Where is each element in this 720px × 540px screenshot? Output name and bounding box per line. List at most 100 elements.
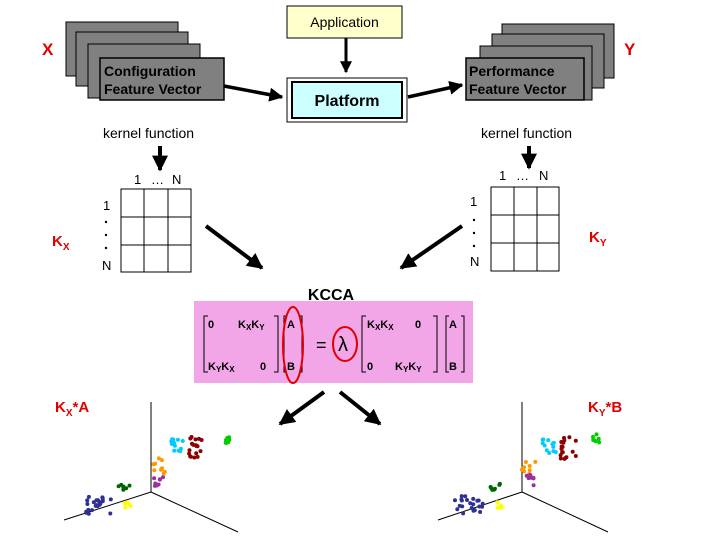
eq-l-r1c2: KXKY bbox=[238, 319, 265, 332]
cluster-point bbox=[524, 473, 529, 478]
eq-l-r1c1: 0 bbox=[208, 319, 214, 331]
cluster-point bbox=[180, 439, 185, 443]
performance-stack: Performance Feature Vector bbox=[465, 23, 615, 101]
config-box-front bbox=[99, 57, 225, 101]
cluster-point bbox=[469, 506, 474, 510]
cluster-point bbox=[128, 503, 133, 508]
kernel-function-left: kernel function bbox=[103, 125, 194, 141]
cluster-point bbox=[489, 485, 493, 490]
right-row-dot bbox=[472, 231, 476, 235]
cluster-point bbox=[558, 453, 563, 458]
arrow-kcca-to-left-plot bbox=[278, 390, 326, 426]
cluster-point bbox=[197, 436, 201, 441]
cluster-point bbox=[86, 494, 91, 499]
cluster-point bbox=[188, 454, 193, 459]
cluster-point bbox=[85, 498, 90, 503]
config-line-1: Configuration bbox=[104, 63, 196, 79]
cluster-point bbox=[121, 487, 126, 492]
cluster-point bbox=[188, 436, 193, 441]
cluster-point bbox=[522, 469, 527, 474]
cluster-point bbox=[461, 511, 466, 516]
cluster-point bbox=[159, 467, 163, 472]
left-row-dot bbox=[104, 246, 108, 250]
cluster-point bbox=[84, 510, 89, 515]
left-plot-axis-x bbox=[63, 491, 152, 521]
ab-vector-right-bracket-l bbox=[445, 315, 449, 373]
cluster-point bbox=[573, 454, 578, 458]
left-col-first: 1 bbox=[134, 172, 141, 187]
perf-box-front bbox=[465, 57, 585, 101]
eq-b-right: B bbox=[449, 361, 457, 373]
cluster-point bbox=[108, 497, 113, 502]
cluster-point bbox=[161, 475, 165, 480]
cluster-point bbox=[465, 498, 469, 502]
cluster-point bbox=[157, 477, 162, 482]
kcca-equation: 0 KXKY KYKX 0 A B = λ KXKX 0 0 KYKY A bbox=[203, 306, 465, 384]
cluster-point bbox=[190, 441, 194, 446]
cluster-point bbox=[463, 494, 468, 499]
cluster-point bbox=[523, 460, 528, 464]
cluster-point bbox=[596, 436, 601, 441]
cluster-point bbox=[127, 483, 132, 488]
cluster-point bbox=[492, 486, 497, 491]
left-col-last: N bbox=[172, 172, 181, 187]
cluster-point bbox=[156, 456, 161, 461]
cluster-point bbox=[195, 444, 200, 449]
ky-b-label: KY*B bbox=[588, 399, 622, 419]
right-plot-clusters bbox=[453, 432, 602, 516]
cluster-point bbox=[531, 483, 536, 488]
cluster-point bbox=[495, 505, 500, 510]
cluster-point bbox=[471, 496, 476, 501]
cluster-point bbox=[551, 440, 556, 445]
cluster-point bbox=[90, 508, 94, 513]
right-row-dot bbox=[472, 244, 476, 248]
cluster-point bbox=[495, 500, 500, 505]
application-label: Application bbox=[310, 14, 379, 30]
eq-l-r2c1: KYKX bbox=[208, 361, 235, 374]
cluster-point bbox=[152, 468, 157, 473]
cluster-point bbox=[172, 441, 177, 446]
cluster-point bbox=[172, 448, 177, 453]
cluster-point bbox=[85, 502, 90, 506]
cluster-point bbox=[119, 482, 124, 487]
cluster-point bbox=[152, 476, 157, 481]
cluster-point bbox=[472, 508, 477, 513]
arrow-config-to-platform bbox=[223, 84, 284, 102]
cluster-point bbox=[460, 504, 465, 509]
cluster-point bbox=[193, 437, 198, 442]
cluster-point bbox=[156, 482, 161, 487]
left-plot-clusters bbox=[84, 435, 232, 516]
cluster-point bbox=[544, 448, 549, 453]
kx-a-label: KX*A bbox=[55, 399, 89, 419]
cluster-point bbox=[453, 498, 457, 503]
cluster-point bbox=[123, 505, 128, 510]
scatter-plot-left bbox=[63, 402, 239, 533]
eq-r-r2c2: KYKY bbox=[395, 361, 422, 374]
y-label: Y bbox=[624, 40, 636, 59]
scatter-plot-right bbox=[437, 402, 609, 533]
cluster-point bbox=[499, 505, 504, 510]
cluster-point bbox=[476, 498, 481, 503]
right-row-last: N bbox=[470, 254, 479, 269]
cluster-point bbox=[175, 437, 180, 442]
cluster-point bbox=[558, 456, 563, 461]
cluster-point bbox=[531, 475, 536, 480]
platform-box bbox=[291, 81, 403, 119]
platform-label: Platform bbox=[315, 93, 380, 110]
cluster-point bbox=[198, 449, 203, 454]
arrow-platform-to-perf bbox=[407, 80, 464, 99]
cluster-point bbox=[551, 444, 556, 449]
cluster-point bbox=[187, 448, 192, 453]
eq-lambda: λ bbox=[338, 334, 348, 356]
cluster-point bbox=[153, 481, 158, 486]
eq-equals: = bbox=[316, 335, 327, 355]
eq-b-left: B bbox=[287, 361, 295, 373]
cluster-point bbox=[176, 448, 181, 453]
cluster-point bbox=[100, 499, 105, 504]
cluster-point bbox=[151, 462, 156, 467]
cluster-point bbox=[108, 511, 113, 516]
right-plot-axis-y bbox=[521, 491, 609, 533]
cluster-point bbox=[477, 504, 482, 509]
kx-label: KX bbox=[52, 233, 70, 253]
